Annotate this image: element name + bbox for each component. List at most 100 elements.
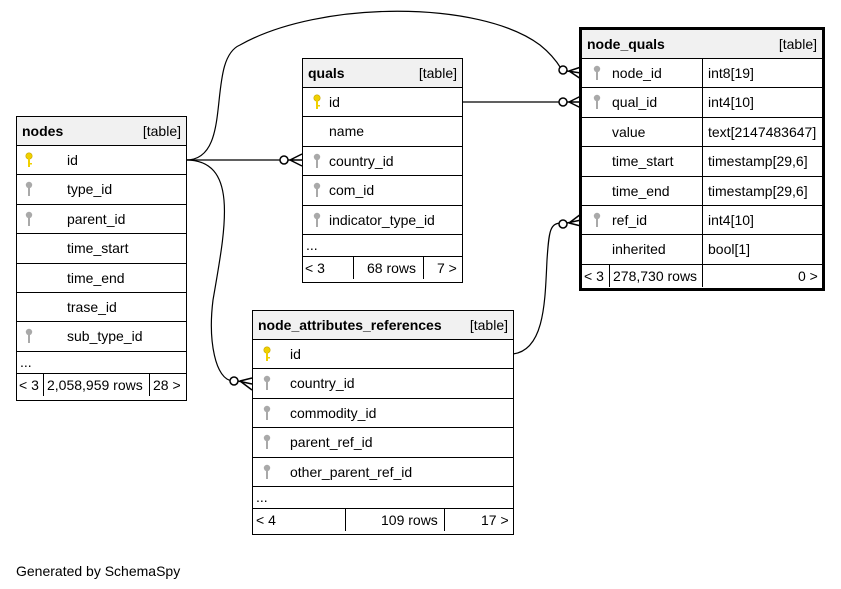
table-quals[interactable]: quals [table] id name country_id com_id … xyxy=(302,58,463,283)
column-row[interactable]: country_id xyxy=(303,147,462,177)
table-name[interactable]: node_attributes_references xyxy=(258,317,442,333)
table-nodes[interactable]: nodes [table] id type_id parent_id time_… xyxy=(16,116,187,401)
foreign-key-icon xyxy=(25,329,33,344)
column-row[interactable]: inherited bool[1] xyxy=(582,235,822,265)
column-row[interactable]: name xyxy=(303,117,462,147)
column-name: id xyxy=(67,152,78,168)
primary-key-icon xyxy=(263,346,271,361)
column-row[interactable]: commodity_id xyxy=(253,399,513,429)
column-row[interactable]: value text[2147483647] xyxy=(582,117,822,148)
generated-by-credit: Generated by SchemaSpy xyxy=(16,563,181,579)
column-row[interactable]: time_end timestamp[29,6] xyxy=(582,176,822,206)
column-type: text[2147483647] xyxy=(708,123,817,140)
table-footer: < 3 278,730 rows 0 > xyxy=(582,264,822,287)
crowfoot-nodequals-node xyxy=(558,65,582,80)
column-row[interactable]: id xyxy=(17,146,186,176)
column-name: com_id xyxy=(329,182,375,199)
foreign-key-icon xyxy=(263,376,271,391)
column-row[interactable]: type_id xyxy=(17,175,186,205)
column-row[interactable]: id xyxy=(303,88,462,118)
row-count: 278,730 rows xyxy=(613,267,698,284)
table-name[interactable]: node_quals xyxy=(587,36,665,52)
table-footer: < 3 2,058,959 rows 28 > xyxy=(17,373,186,396)
children-link[interactable]: 7 > xyxy=(437,259,457,276)
column-type: int4[10] xyxy=(708,94,754,111)
table-name[interactable]: nodes xyxy=(22,123,64,139)
column-name: inherited xyxy=(612,241,666,258)
column-row[interactable]: time_start timestamp[29,6] xyxy=(582,147,822,177)
children-link[interactable]: 17 > xyxy=(481,511,509,528)
foreign-key-icon xyxy=(593,212,601,227)
table-header: node_attributes_references [table] xyxy=(253,311,513,340)
column-name: time_start xyxy=(67,240,129,257)
table-node-quals[interactable]: node_quals [table] node_id int8[19] qual… xyxy=(579,27,825,291)
row-count: 68 rows xyxy=(367,259,417,276)
column-row[interactable]: ref_id int4[10] xyxy=(582,205,822,236)
column-row[interactable]: sub_type_id xyxy=(17,322,186,352)
column-name: ref_id xyxy=(612,211,648,228)
row-count: 2,058,959 rows xyxy=(47,376,143,393)
table-node-attributes-references[interactable]: node_attributes_references [table] id co… xyxy=(252,310,514,535)
foreign-key-icon xyxy=(25,182,33,197)
column-row[interactable]: time_end xyxy=(17,264,186,293)
column-row[interactable]: trase_id xyxy=(17,293,186,323)
column-row[interactable]: country_id xyxy=(253,369,513,399)
column-name: indicator_type_id xyxy=(329,211,435,228)
more-columns: ... xyxy=(253,487,513,509)
column-name: id xyxy=(290,346,301,362)
column-name: id xyxy=(329,94,340,110)
edge-nodes-node-quals xyxy=(185,10,563,161)
parents-link[interactable]: < 3 xyxy=(584,267,604,284)
children-link[interactable]: 0 > xyxy=(798,267,818,284)
parents-link[interactable]: < 4 xyxy=(256,511,276,528)
table-type: [table] xyxy=(418,65,457,81)
foreign-key-icon xyxy=(593,65,601,80)
table-name[interactable]: quals xyxy=(308,65,345,81)
row-count: 109 rows xyxy=(381,511,438,528)
crowfoot-quals-country xyxy=(279,153,303,167)
foreign-key-icon xyxy=(263,405,271,420)
column-name: commodity_id xyxy=(290,404,377,421)
column-name: other_parent_ref_id xyxy=(290,463,413,480)
column-name: country_id xyxy=(329,152,394,169)
children-link[interactable]: 28 > xyxy=(153,376,181,393)
table-type: [table] xyxy=(778,36,817,52)
column-row[interactable]: parent_id xyxy=(17,205,186,235)
foreign-key-icon xyxy=(313,153,321,168)
edge-nodes-attr-refs xyxy=(185,159,234,382)
column-type: int8[19] xyxy=(708,65,754,81)
column-row[interactable]: parent_ref_id xyxy=(253,428,513,458)
column-name: time_end xyxy=(67,269,125,286)
column-type: bool[1] xyxy=(708,241,751,258)
column-row[interactable]: indicator_type_id xyxy=(303,206,462,235)
foreign-key-icon xyxy=(593,95,601,110)
column-name: time_end xyxy=(612,182,670,199)
column-name: parent_id xyxy=(67,210,126,227)
crowfoot-nodequals-ref xyxy=(558,213,582,229)
column-row[interactable]: node_id int8[19] xyxy=(582,59,822,89)
column-name: name xyxy=(329,123,365,140)
column-row[interactable]: com_id xyxy=(303,176,462,206)
column-name: type_id xyxy=(67,181,113,198)
column-row[interactable]: id xyxy=(253,340,513,370)
column-type: timestamp[29,6] xyxy=(708,153,808,170)
table-header: node_quals [table] xyxy=(582,30,822,59)
foreign-key-icon xyxy=(313,212,321,227)
column-name: parent_ref_id xyxy=(290,434,373,451)
foreign-key-icon xyxy=(263,464,271,479)
crowfoot-attrrefs-country xyxy=(229,376,253,391)
column-type: int4[10] xyxy=(708,211,754,228)
column-row[interactable]: other_parent_ref_id xyxy=(253,458,513,487)
table-footer: < 3 68 rows 7 > xyxy=(303,256,462,279)
edge-attr-refs-node-quals xyxy=(512,222,563,355)
column-row[interactable]: time_start xyxy=(17,234,186,264)
column-name: qual_id xyxy=(612,94,658,111)
foreign-key-icon xyxy=(313,182,321,198)
parents-link[interactable]: < 3 xyxy=(305,259,325,276)
foreign-key-icon xyxy=(25,211,33,226)
primary-key-icon xyxy=(25,152,33,167)
more-columns: ... xyxy=(17,352,186,374)
column-row[interactable]: qual_id int4[10] xyxy=(582,88,822,118)
parents-link[interactable]: < 3 xyxy=(19,376,39,393)
column-type: timestamp[29,6] xyxy=(708,182,808,199)
